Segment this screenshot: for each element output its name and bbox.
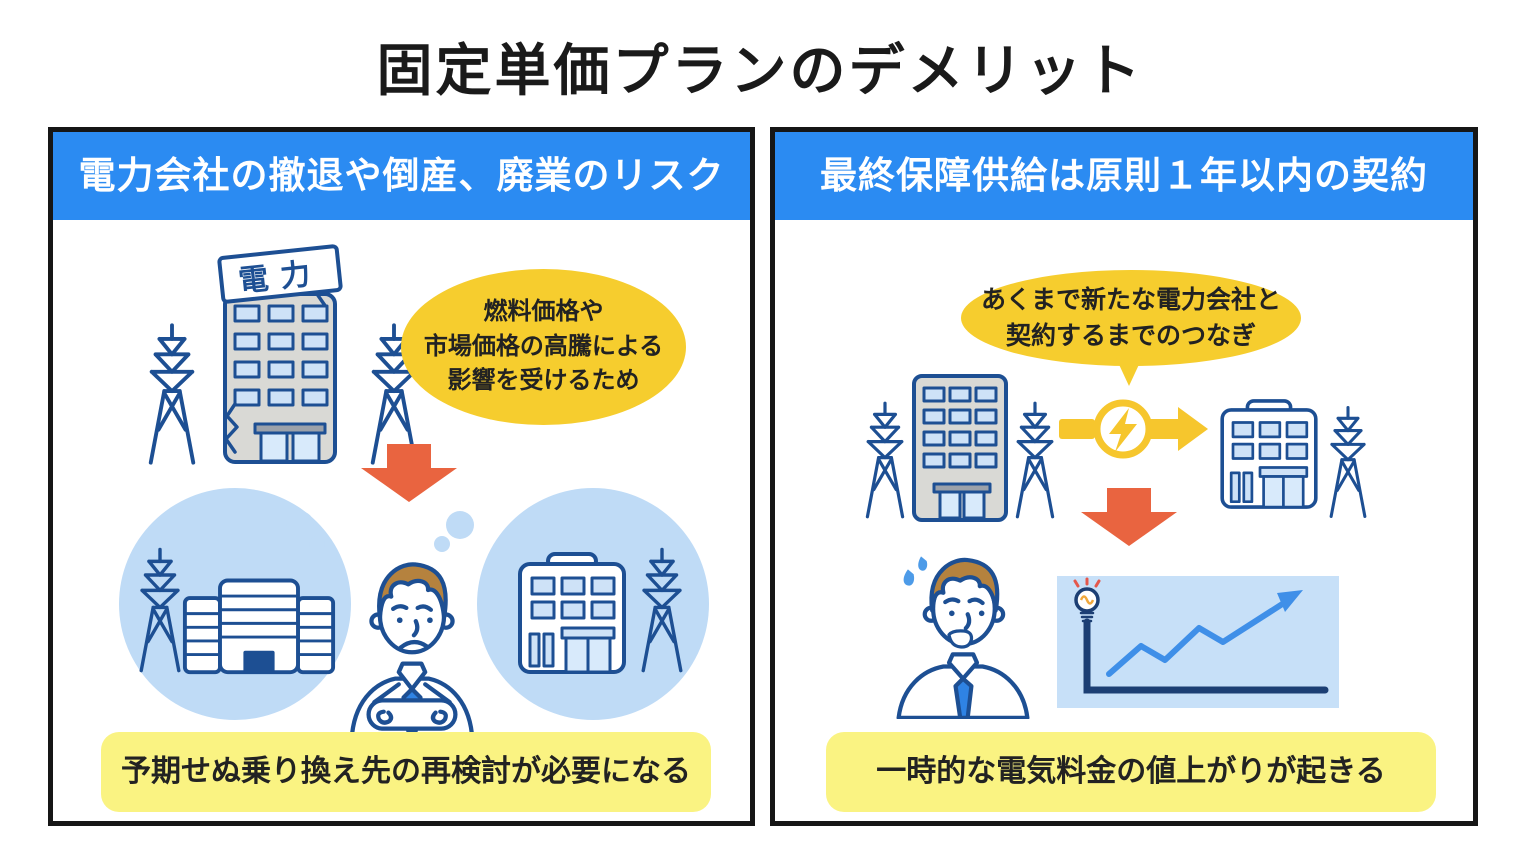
price-increase-chart-icon — [1057, 576, 1339, 708]
down-arrow-icon — [361, 444, 457, 502]
left-panel: 電力会社の撤退や倒産、廃業のリスク 電力 — [48, 127, 755, 826]
bulb-icon — [1073, 577, 1101, 623]
left-panel-header: 電力会社の撤退や倒産、廃業のリスク — [53, 132, 750, 220]
transmission-tower-icon — [139, 547, 181, 673]
electric-company-building-icon: 電力 — [217, 244, 343, 464]
crack-icon — [224, 402, 239, 454]
transmission-tower-icon — [148, 323, 196, 465]
bubble-line: 契約するまでのつなぎ — [1005, 322, 1256, 350]
worried-man-sweat-icon — [896, 556, 1030, 719]
right-conclusion-label: 一時的な電気料金の値上がりが起きる — [826, 732, 1436, 812]
transmission-tower-icon — [641, 547, 683, 673]
worried-man-icon — [349, 562, 475, 740]
thought-dot — [286, 511, 314, 539]
thought-circle-old-company — [119, 488, 351, 720]
new-power-company-icon — [1220, 399, 1318, 509]
bubble-line: 市場価格の高騰による — [423, 332, 664, 360]
tie — [953, 676, 974, 719]
left-conclusion-label: 予期せぬ乗り換え先の再検討が必要になる — [101, 732, 711, 812]
bubble-line: 影響を受けるため — [447, 367, 640, 395]
office-building-icon — [518, 552, 626, 674]
transmission-tower-icon — [1015, 401, 1055, 519]
thought-dot — [309, 536, 325, 552]
sweat-drops-icon — [903, 556, 928, 586]
company-sign: 電力 — [217, 244, 343, 304]
thought-circle-new-company — [477, 488, 709, 720]
bubble-line: 燃料価格や — [483, 297, 604, 325]
down-arrow-icon — [1081, 488, 1177, 546]
old-power-company-icon — [912, 374, 1008, 522]
transmission-tower-icon — [865, 401, 905, 519]
electricity-transfer-arrow-icon — [1059, 399, 1208, 459]
fuel-price-bubble: 燃料価格や 市場価格の高騰による 影響を受けるため — [401, 269, 686, 425]
transmission-tower-icon — [1329, 406, 1367, 518]
page-title: 固定単価プランのデメリット — [376, 39, 1144, 102]
bridge-bubble: あくまで新たな電力会社と 契約するまでのつなぎ — [961, 270, 1301, 366]
bubble-line: あくまで新たな電力会社と — [980, 285, 1281, 314]
hair — [929, 557, 1000, 613]
thought-dot — [446, 511, 474, 539]
thought-dot — [434, 536, 450, 552]
right-panel-header: 最終保障供給は原則１年以内の契約 — [775, 132, 1473, 220]
right-panel: 最終保障供給は原則１年以内の契約 あくまで新たな電力会社と 契約するまでのつなぎ — [770, 127, 1478, 826]
power-plant-icon — [182, 578, 336, 675]
hair — [377, 562, 448, 620]
bubble-tail — [1116, 358, 1142, 386]
lightning-bolt-icon — [1109, 408, 1137, 452]
power-company-illustration: 電力 — [143, 244, 423, 470]
